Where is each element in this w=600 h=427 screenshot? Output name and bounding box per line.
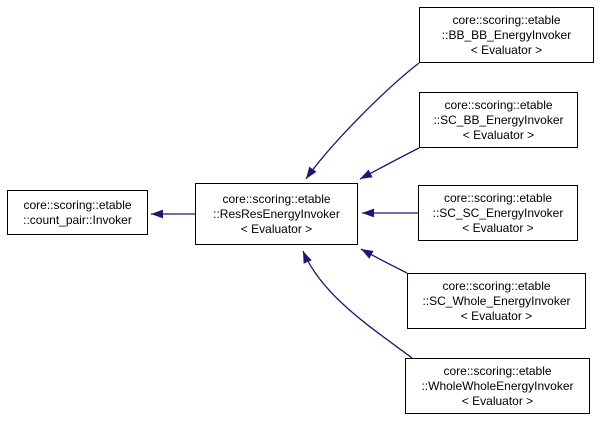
node-sc-sc-energy-invoker[interactable]: core::scoring::etable ::SC_SC_EnergyInvo…: [418, 185, 578, 241]
edge-bbbb-to-resres: [305, 62, 420, 180]
node-line: core::scoring::etable: [443, 363, 552, 378]
node-line: core::scoring::etable: [443, 190, 553, 205]
node-sc-bb-energy-invoker[interactable]: core::scoring::etable ::SC_BB_EnergyInvo…: [419, 92, 578, 148]
node-line: ::SC_BB_EnergyInvoker: [433, 112, 564, 127]
node-line: core::scoring::etable: [442, 278, 551, 293]
node-line: ::SC_SC_EnergyInvoker: [432, 205, 564, 220]
node-bb-bb-energy-invoker[interactable]: core::scoring::etable ::BB_BB_EnergyInvo…: [419, 7, 594, 63]
edge-scbb-to-resres: [359, 147, 420, 180]
node-line: core::scoring::etable: [222, 191, 331, 206]
edge-scwhole-to-resres: [360, 248, 408, 274]
node-whole-whole-energy-invoker[interactable]: core::scoring::etable ::WholeWholeEnergy…: [405, 358, 590, 414]
node-line: < Evaluator >: [462, 127, 535, 142]
node-line: ::WholeWholeEnergyInvoker: [421, 378, 574, 393]
node-line: < Evaluator >: [461, 393, 534, 408]
node-line: ::SC_Whole_EnergyInvoker: [422, 293, 571, 308]
node-line: < Evaluator >: [470, 42, 543, 57]
node-line: < Evaluator >: [460, 308, 533, 323]
node-line: < Evaluator >: [240, 221, 313, 236]
node-line: < Evaluator >: [462, 220, 534, 235]
node-line: ::BB_BB_EnergyInvoker: [441, 27, 572, 42]
node-line: core::scoring::etable: [23, 197, 132, 212]
edge-wholewhole-to-resres: [302, 250, 413, 359]
node-line: ::ResResEnergyInvoker: [213, 206, 340, 221]
node-line: core::scoring::etable: [452, 12, 561, 27]
node-line: core::scoring::etable: [444, 97, 553, 112]
node-line: ::count_pair::Invoker: [23, 212, 132, 227]
node-res-res-energy-invoker[interactable]: core::scoring::etable ::ResResEnergyInvo…: [195, 183, 358, 245]
node-count-pair-invoker[interactable]: core::scoring::etable ::count_pair::Invo…: [7, 190, 148, 235]
node-sc-whole-energy-invoker[interactable]: core::scoring::etable ::SC_Whole_EnergyI…: [407, 273, 586, 329]
